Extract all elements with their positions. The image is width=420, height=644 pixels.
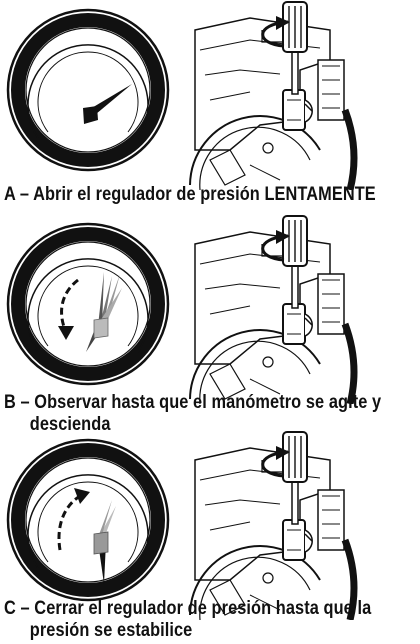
step-c-caption: C – Cerrar el regulador de presión hasta… (4, 598, 371, 642)
pressure-gauge-icon (8, 440, 168, 600)
step-a-caption: A – Abrir el regulador de presión LENTAM… (4, 184, 376, 205)
step-a: A – Abrir el regulador de presión LENTAM… (0, 0, 420, 210)
pressure-gauge-icon (8, 224, 168, 384)
step-b: B – Observar hasta que el manómetro se a… (0, 214, 420, 435)
step-b-caption: B – Observar hasta que el manómetro se a… (4, 392, 381, 436)
step-c-caption-line1: C – Cerrar el regulador de presión hasta… (4, 598, 372, 619)
pressure-regulator-icon (190, 432, 354, 620)
gauge-needle-icon (57, 488, 116, 584)
pressure-gauge-icon (8, 10, 168, 170)
step-c-illustration (0, 430, 420, 620)
gauge-needle-icon (58, 272, 122, 352)
step-a-illustration (0, 0, 420, 190)
step-b-illustration (0, 214, 420, 404)
step-c-caption-line2: presión se estabilice (29, 620, 193, 641)
pressure-regulator-icon (190, 2, 354, 190)
step-c: C – Cerrar el regulador de presión hasta… (0, 430, 420, 644)
gauge-needle-icon (83, 84, 132, 124)
step-b-caption-line1: B – Observar hasta que el manómetro se a… (4, 392, 382, 413)
pressure-regulator-icon (190, 216, 354, 404)
step-b-caption-line2: descienda (29, 414, 111, 435)
